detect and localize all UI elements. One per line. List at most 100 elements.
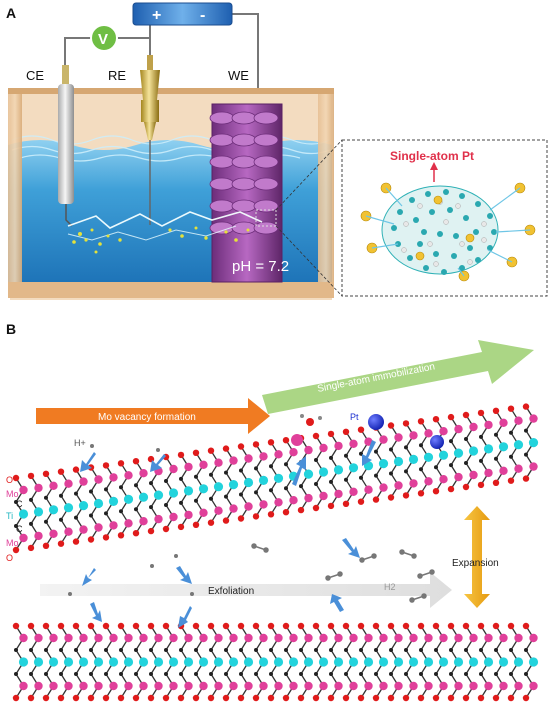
mo-atom: [364, 485, 373, 494]
ti-atom: [498, 657, 509, 667]
o-atom: [162, 694, 170, 702]
o-atom: [477, 622, 485, 630]
o-atom: [267, 694, 275, 702]
c-atom: [194, 498, 198, 503]
c-atom: [224, 494, 228, 499]
o-atom: [252, 622, 260, 630]
ti-atom: [93, 657, 104, 667]
c-atom: [389, 471, 393, 476]
o-atom: [222, 517, 230, 524]
inset-single-atom: Single-atom Pt: [341, 139, 548, 297]
ti-atom: [348, 657, 359, 667]
mo-atom: [64, 633, 73, 643]
c-atom: [224, 470, 228, 475]
c-atom: [299, 648, 303, 652]
ti-atom: [78, 501, 89, 511]
mo-atom: [214, 506, 223, 515]
mo-atom: [529, 414, 538, 423]
ti-atom: [528, 657, 539, 667]
c-atom: [404, 672, 408, 676]
mo-atom: [19, 533, 28, 543]
o-atom: [447, 413, 455, 421]
c-atom: [104, 511, 108, 516]
o-atom: [477, 409, 485, 417]
ti-atom: [513, 440, 524, 450]
c-atom: [149, 648, 153, 652]
mo-atom: [304, 633, 313, 643]
mo-atom: [529, 681, 538, 691]
o-atom: [357, 498, 365, 505]
mo-atom: [379, 483, 388, 492]
battery-plus: +: [152, 7, 161, 24]
mo-atom: [169, 464, 178, 474]
mo-atom: [199, 633, 208, 643]
mo-atom: [169, 681, 178, 691]
c-atom: [149, 481, 153, 486]
c-atom: [449, 672, 453, 676]
o-atom: [357, 426, 365, 433]
ti-atom: [288, 657, 299, 667]
c-atom: [14, 648, 18, 652]
mo-atom: [349, 487, 358, 496]
mo-atom: [439, 475, 448, 484]
o-atom: [417, 694, 425, 702]
c-atom: [44, 648, 48, 652]
c-atom: [89, 489, 93, 494]
mo-atom: [424, 477, 433, 486]
o-atom: [147, 527, 155, 535]
o-atom: [492, 694, 500, 702]
c-atom: [284, 672, 288, 676]
c-atom: [524, 672, 528, 676]
inset-title: Single-atom Pt: [390, 149, 474, 163]
c-atom: [524, 428, 528, 433]
o-atom: [237, 443, 245, 450]
c-atom: [524, 648, 528, 652]
o-atom: [432, 694, 440, 702]
mo-atom: [439, 427, 448, 436]
ti-atom: [483, 657, 494, 667]
mo-atom: [274, 681, 283, 691]
current-spark: [67, 211, 263, 229]
ti-atom: [63, 657, 74, 667]
o-atom: [402, 694, 410, 702]
o-atom: [102, 462, 110, 469]
ti-atom: [438, 450, 449, 460]
o-atom: [387, 422, 395, 429]
c-atom: [449, 439, 453, 444]
c-atom: [389, 672, 393, 676]
c-atom: [314, 648, 318, 652]
c-atom: [344, 453, 348, 458]
c-atom: [164, 503, 168, 507]
mo-atom: [169, 512, 178, 522]
c-atom: [269, 464, 273, 469]
c-atom: [59, 493, 63, 498]
mo-atom: [424, 429, 433, 438]
o-atom: [342, 500, 350, 507]
ti-atom: [123, 494, 134, 504]
mo-atom: [154, 514, 163, 524]
mo-atom: [124, 519, 133, 528]
c-atom: [449, 463, 453, 468]
mo-atom: [394, 481, 403, 490]
c-atom: [74, 491, 78, 496]
o-atom: [192, 694, 200, 702]
ti-atom: [213, 482, 224, 492]
mo-atom: [64, 479, 73, 488]
mo-atom: [349, 633, 358, 643]
mo-atom: [184, 633, 193, 643]
mo-atom: [469, 422, 478, 432]
counter-electrode: [58, 65, 74, 227]
c-atom: [179, 500, 183, 505]
c-atom: [29, 648, 33, 652]
c-atom: [494, 432, 498, 437]
ti-atom: [273, 657, 284, 667]
mo-atom: [274, 633, 283, 643]
c-atom: [389, 447, 393, 452]
layer-label-o-top: O: [6, 475, 13, 485]
mo-atom: [79, 477, 88, 486]
ti-atom: [138, 492, 149, 502]
o-atom: [57, 622, 65, 630]
c-atom: [374, 672, 378, 676]
o-atom: [477, 694, 485, 702]
panel-b-label: B: [6, 321, 16, 337]
